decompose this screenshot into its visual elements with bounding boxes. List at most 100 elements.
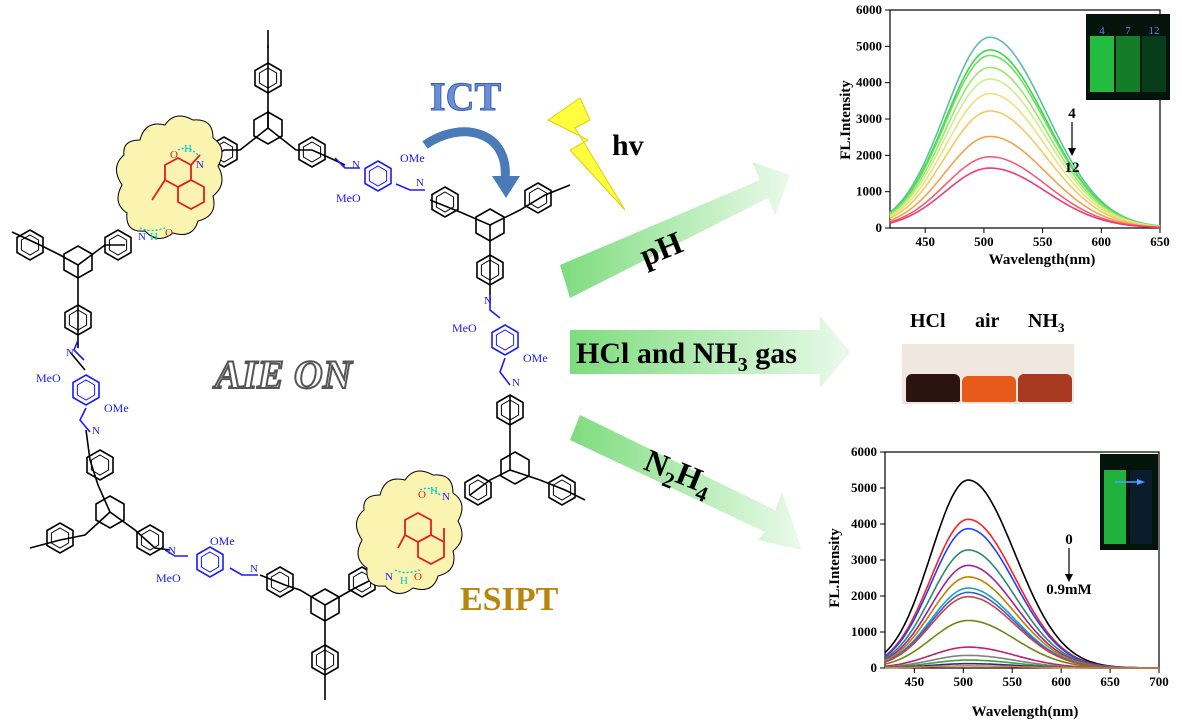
esipt-label: ESIPT bbox=[460, 581, 559, 618]
annotation-end: 0.9mM bbox=[1046, 582, 1091, 598]
hv-lightning-icon bbox=[547, 97, 626, 211]
ict-label: ICT bbox=[430, 74, 501, 119]
spectrum-curve-5 bbox=[889, 92, 1161, 228]
svg-text:OMe: OMe bbox=[210, 534, 235, 548]
gas-label-nh3: NH3 bbox=[1028, 310, 1065, 335]
svg-text:O: O bbox=[165, 227, 173, 239]
svg-text:N: N bbox=[66, 347, 74, 359]
svg-text:N: N bbox=[92, 425, 100, 437]
y-axis-label: FL.Intensity bbox=[838, 80, 854, 160]
esipt-bubble-top bbox=[116, 115, 223, 239]
swatch-hcl bbox=[906, 374, 960, 402]
spectrum-curve-14 bbox=[885, 665, 1159, 669]
y-tick-label: 6000 bbox=[851, 444, 877, 459]
svg-text:4: 4 bbox=[1099, 25, 1105, 37]
svg-text:N: N bbox=[196, 159, 204, 171]
svg-text:12: 12 bbox=[1149, 25, 1160, 37]
svg-text:N: N bbox=[250, 563, 258, 575]
svg-text:H: H bbox=[150, 231, 158, 243]
spectrum-curve-3 bbox=[889, 66, 1161, 228]
x-tick-label: 450 bbox=[915, 234, 935, 249]
spectrum-curve-7 bbox=[889, 135, 1161, 228]
aie-on-label: AIE ON bbox=[212, 352, 354, 397]
gas-arrow bbox=[570, 316, 850, 388]
esipt-core-top bbox=[151, 154, 205, 211]
svg-text:O: O bbox=[170, 149, 178, 161]
x-tick-label: 700 bbox=[1149, 674, 1169, 689]
y-tick-label: 5000 bbox=[856, 38, 882, 53]
svg-text:7: 7 bbox=[1125, 25, 1131, 37]
annotation-end: 12 bbox=[1065, 160, 1080, 176]
spectrum-curve-9 bbox=[889, 167, 1161, 229]
svg-text:N: N bbox=[416, 177, 424, 189]
x-tick-label: 500 bbox=[974, 234, 994, 249]
y-tick-label: 0 bbox=[876, 220, 883, 235]
svg-text:N: N bbox=[484, 295, 492, 307]
spectrum-curve-2 bbox=[889, 54, 1161, 227]
y-tick-label: 2000 bbox=[851, 588, 877, 603]
svg-text:MeO: MeO bbox=[336, 191, 361, 205]
gas-label-hcl: HCl bbox=[910, 310, 946, 332]
svg-text:MeO: MeO bbox=[156, 571, 181, 585]
n2h4-label: N2H4 bbox=[637, 442, 718, 507]
vial-photo-top: 4 7 12 bbox=[1086, 14, 1170, 100]
annotation-start: 4 bbox=[1068, 106, 1076, 122]
linker-left: MeO OMe N N bbox=[36, 339, 129, 437]
y-tick-label: 0 bbox=[871, 660, 878, 675]
gas-label-air: air bbox=[975, 310, 1000, 332]
y-tick-label: 3000 bbox=[856, 111, 882, 126]
x-tick-label: 650 bbox=[1100, 674, 1120, 689]
linker-bottom: OMe MeO N N bbox=[156, 534, 258, 585]
svg-text:OMe: OMe bbox=[400, 151, 425, 165]
x-tick-label: 500 bbox=[954, 674, 974, 689]
esipt-core-bottom bbox=[397, 511, 445, 566]
y-tick-label: 3000 bbox=[851, 552, 877, 567]
swatch-air bbox=[962, 376, 1016, 402]
y-axis-label: FL.Intensity bbox=[827, 528, 843, 608]
svg-text:MeO: MeO bbox=[452, 321, 477, 335]
svg-text:N: N bbox=[138, 231, 146, 243]
svg-text:OMe: OMe bbox=[523, 351, 548, 365]
svg-text:N: N bbox=[168, 545, 176, 557]
spectrum-curve-4 bbox=[889, 78, 1161, 228]
svg-text:N: N bbox=[512, 377, 520, 389]
cof-framework: O H N N H O O H N N H O OMe MeO N N MeO … bbox=[11, 30, 586, 700]
y-tick-label: 6000 bbox=[856, 2, 882, 17]
svg-text:O: O bbox=[414, 571, 422, 583]
hbond-marks bbox=[139, 147, 441, 574]
y-tick-label: 1000 bbox=[851, 624, 877, 639]
swatch-nh3 bbox=[1018, 374, 1072, 402]
x-axis-label: Wavelength(nm) bbox=[972, 704, 1079, 720]
n2h4-arrow bbox=[570, 415, 802, 550]
esipt-atom-labels: O H N N H O O H N N H O bbox=[138, 143, 450, 587]
stimuli-arrows: hv pH HCl and NH3 gas N2H4 bbox=[547, 97, 850, 550]
spectrum-curve-6 bbox=[889, 110, 1161, 228]
y-tick-label: 2000 bbox=[856, 147, 882, 162]
y-tick-label: 1000 bbox=[856, 184, 882, 199]
svg-text:H: H bbox=[430, 485, 438, 497]
ict-arrow bbox=[422, 127, 510, 181]
x-axis-label: Wavelength(nm) bbox=[989, 252, 1096, 268]
ict-arrowhead bbox=[492, 176, 520, 198]
hv-label: hv bbox=[612, 129, 644, 162]
esipt-bubble-bottom bbox=[356, 470, 463, 594]
y-tick-label: 4000 bbox=[851, 516, 877, 531]
svg-text:MeO: MeO bbox=[36, 371, 61, 385]
svg-text:H: H bbox=[400, 575, 408, 587]
svg-text:O: O bbox=[418, 489, 426, 501]
svg-text:N: N bbox=[352, 159, 360, 171]
linker-right: MeO OMe N N bbox=[452, 295, 548, 389]
spectrum-curve-10 bbox=[884, 646, 1159, 669]
gas-photo bbox=[902, 344, 1074, 404]
svg-text:OMe: OMe bbox=[104, 401, 129, 415]
x-tick-label: 450 bbox=[905, 674, 925, 689]
framework-bonds bbox=[11, 30, 586, 700]
svg-text:N: N bbox=[385, 571, 393, 583]
spectrum-curve-0 bbox=[889, 36, 1161, 227]
ph-arrow bbox=[560, 162, 790, 298]
annotation-start: 0 bbox=[1065, 532, 1073, 548]
x-tick-label: 550 bbox=[1033, 234, 1053, 249]
gas-label: HCl and NH3 gas bbox=[576, 337, 797, 376]
vial-photo-bottom bbox=[1100, 454, 1158, 550]
